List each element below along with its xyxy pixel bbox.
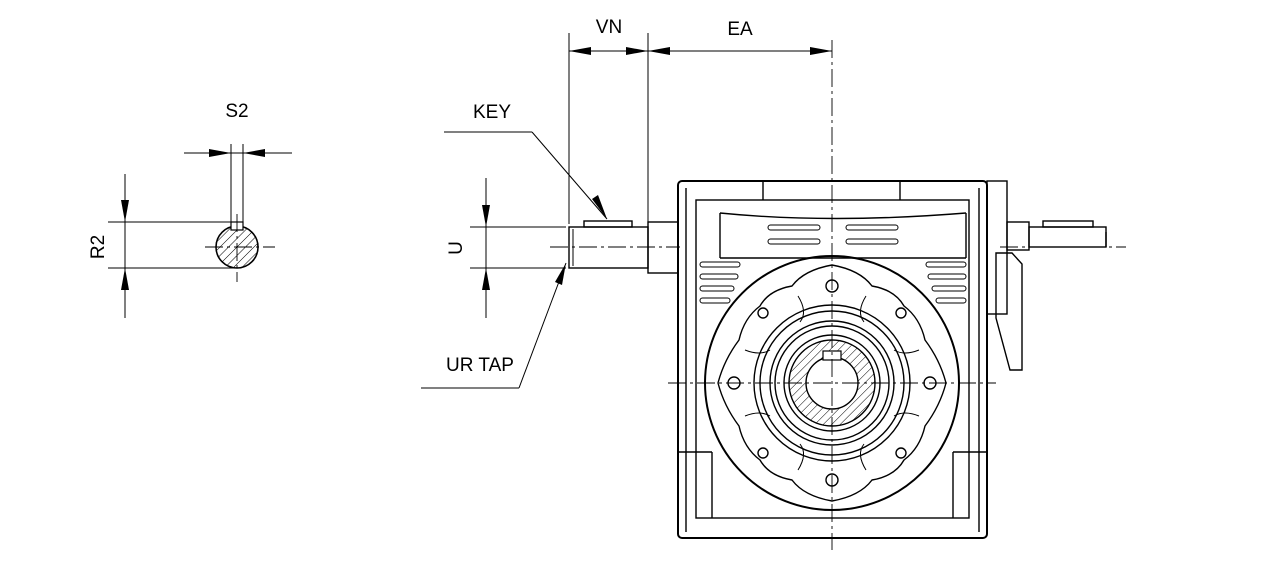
vn-label: VN [596, 17, 622, 38]
r2-dimension: R2 [88, 174, 236, 318]
u-label: U [446, 241, 467, 255]
centre-lines [668, 40, 996, 550]
s2-dimension: S2 [184, 101, 292, 226]
gearbox-housing [677, 180, 988, 539]
r2-label: R2 [88, 235, 109, 259]
key-callout: KEY [444, 102, 608, 220]
key-label: KEY [473, 102, 511, 123]
ur-tap-label: UR TAP [446, 355, 514, 376]
s2-label: S2 [225, 101, 248, 122]
shaft-section-detail: S2 R2 [88, 101, 292, 318]
shaft-key [583, 220, 633, 228]
flange-outline [717, 264, 947, 502]
cooling-slots [699, 224, 967, 304]
right-shaft-assembly [986, 180, 1126, 371]
ur-tap-callout: UR TAP [421, 262, 567, 389]
vn-ea-dimensions: VN EA [568, 17, 832, 224]
u-dimension: U [446, 178, 566, 318]
ea-label: EA [727, 19, 753, 40]
input-shaft [550, 220, 680, 274]
